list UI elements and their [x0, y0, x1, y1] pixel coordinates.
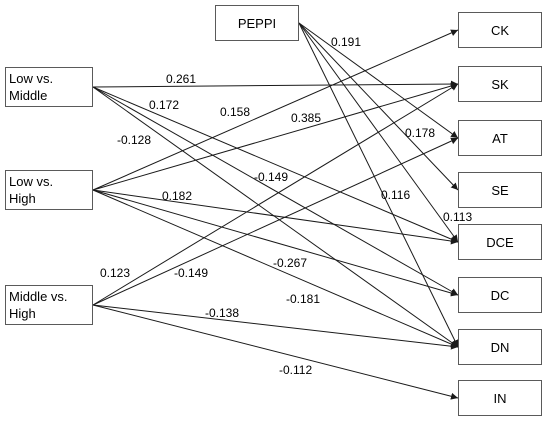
node-dce: DCE: [458, 224, 542, 260]
node-low-vs-high: Low vs. High: [5, 170, 93, 210]
arrow-peppi-to-dce: [298, 22, 459, 243]
coef-low-high-dce: 0.182: [162, 189, 193, 203]
node-label: SE: [491, 182, 509, 198]
node-label: AT: [492, 130, 508, 146]
arrow-low_middle-to-sk: [92, 80, 459, 88]
coef-low-middle-dce: 0.172: [149, 98, 180, 112]
coef-low-high-sk: 0.385: [291, 111, 322, 125]
arrow-middle_high-to-in: [92, 304, 459, 400]
arrow-low_high-to-dc: [92, 189, 459, 297]
node-label: IN: [493, 390, 507, 406]
coef-low-high-ck: 0.158: [220, 105, 251, 119]
node-middle-vs-high: Middle vs. High: [5, 285, 93, 325]
arrow-peppi-to-dn: [298, 22, 459, 348]
path-arrows: [92, 22, 459, 400]
node-ck: CK: [458, 12, 542, 48]
coef-peppi-se: 0.178: [405, 126, 436, 140]
arrow-low_high-to-dn: [92, 189, 459, 348]
arrow-low_middle-to-dn: [92, 86, 459, 348]
coef-middle-high-in: -0.112: [279, 363, 313, 377]
arrow-middle_high-to-at: [92, 137, 459, 306]
node-label: CK: [490, 22, 510, 38]
node-label: Low vs. Middle: [9, 71, 54, 103]
node-label: DCE: [486, 234, 514, 250]
arrow-middle_high-to-sk: [92, 83, 459, 306]
arrow-low_middle-to-dce: [92, 86, 459, 243]
node-label: PEPPI: [237, 15, 277, 31]
node-dn: DN: [458, 329, 542, 365]
node-label: Middle vs. High: [9, 289, 68, 321]
coef-peppi-dn: 0.116: [381, 188, 411, 202]
coef-middle-high-sk: -0.149: [174, 266, 209, 280]
coef-low-high-dc: -0.181: [286, 292, 321, 306]
arrow-middle_high-to-dn: [92, 304, 459, 350]
node-sk: SK: [458, 66, 542, 102]
coef-peppi-at: 0.191: [331, 35, 362, 49]
arrow-low_high-to-sk: [92, 82, 459, 191]
node-label: DC: [490, 287, 510, 303]
coef-low-middle-dc: -0.149: [254, 170, 289, 184]
node-low-vs-middle: Low vs. Middle: [5, 67, 93, 107]
node-se: SE: [458, 172, 542, 208]
node-dc: DC: [458, 277, 542, 313]
arrow-peppi-to-se: [298, 22, 459, 191]
coef-middle-high-at: 0.123: [100, 266, 131, 280]
coef-middle-high-dn: -0.138: [205, 306, 240, 320]
node-label: DN: [490, 339, 510, 355]
coef-peppi-dce: 0.113: [443, 210, 473, 224]
arrow-peppi-to-at: [298, 22, 459, 139]
arrow-low_high-to-dce: [92, 189, 459, 245]
node-peppi: PEPPI: [215, 5, 299, 41]
coef-low-middle-dn: -0.128: [117, 133, 152, 147]
coef-low-high-dn: -0.267: [273, 256, 308, 270]
arrow-low_high-to-ck: [92, 29, 459, 191]
arrow-low_middle-to-dc: [92, 86, 459, 296]
coef-low-middle-sk: 0.261: [166, 72, 197, 86]
node-at: AT: [458, 120, 542, 156]
node-label: Low vs. High: [9, 174, 54, 206]
node-label: SK: [491, 76, 509, 92]
node-in: IN: [458, 380, 542, 416]
